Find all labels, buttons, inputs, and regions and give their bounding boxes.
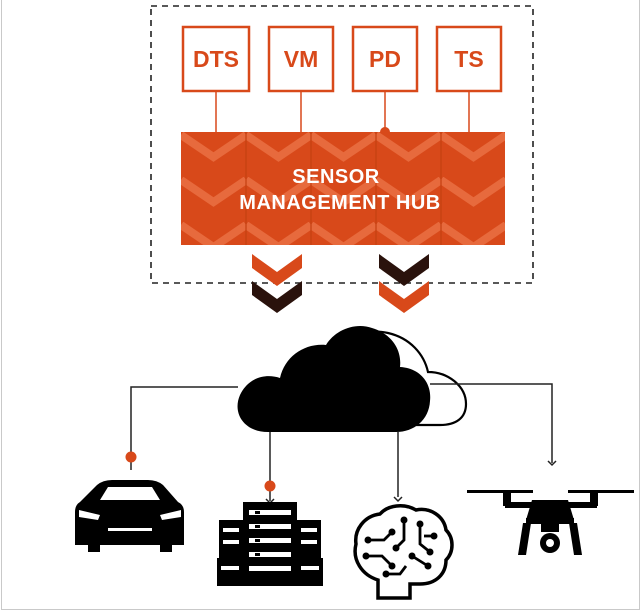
sensor-label-ts: TS	[454, 46, 483, 72]
sensor-label-pd: PD	[369, 46, 401, 72]
sensor-connectors	[215, 91, 470, 132]
data-flow-chevrons-right	[379, 254, 429, 313]
sensor-management-hub: SENSOR MANAGEMENT HUB	[181, 132, 505, 245]
drone-icon	[467, 490, 634, 555]
sensor-box-dts: DTS	[181, 25, 251, 93]
sensor-label-vm: VM	[284, 46, 319, 72]
sensor-label-dts: DTS	[193, 46, 239, 72]
cloud-distribution-lines	[130, 383, 553, 497]
sensor-box-vm: VM	[267, 25, 335, 93]
sensor-box-pd: PD	[351, 25, 419, 93]
connection-node-server	[264, 480, 276, 492]
sensor-box-ts: TS	[435, 25, 503, 93]
cloud-icon	[237, 325, 468, 432]
hub-title-line2: MANAGEMENT HUB	[239, 192, 440, 214]
arrowheads	[265, 460, 557, 505]
hub-title-line1: SENSOR	[292, 166, 380, 188]
brain-circuit-icon	[353, 504, 454, 600]
sensor-group-boundary	[150, 5, 534, 284]
server-rack-icon	[217, 502, 323, 586]
car-icon	[75, 480, 184, 552]
device-stubs	[130, 462, 271, 501]
connector-node	[380, 127, 390, 132]
data-flow-chevrons-left	[252, 254, 302, 313]
connection-node-car	[125, 451, 137, 463]
